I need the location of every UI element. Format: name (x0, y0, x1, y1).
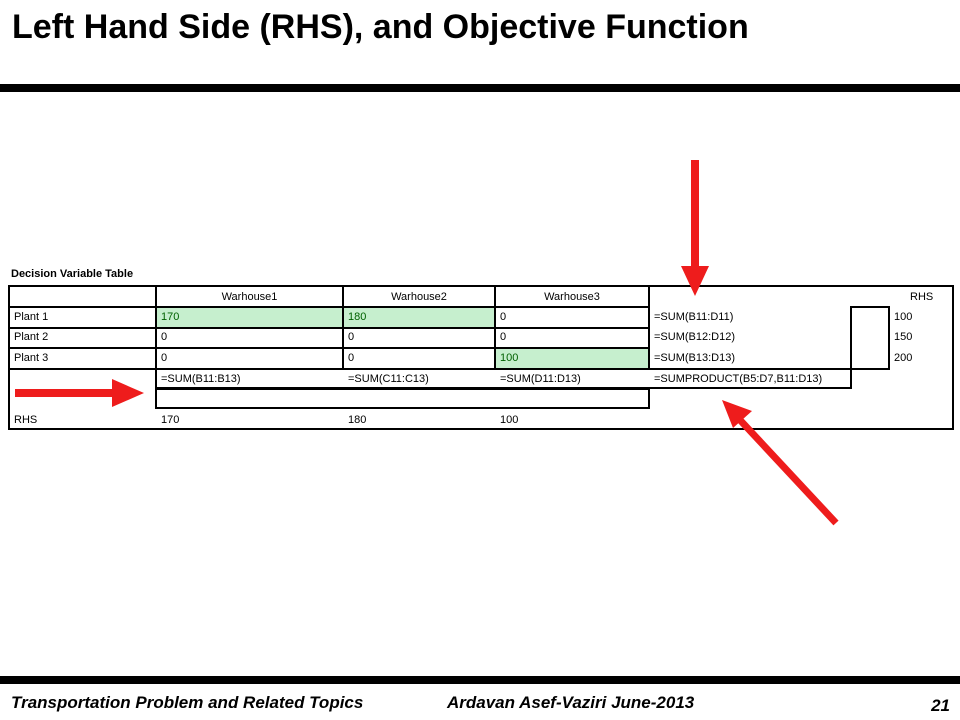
cell-plant2-w1[interactable]: 0 (161, 331, 168, 343)
cell-plant1-w1[interactable]: 170 (161, 311, 180, 323)
cell-plant3-w3[interactable]: 100 (500, 352, 519, 364)
row-label-plant3: Plant 3 (14, 352, 49, 364)
column-header-warehouse2: Warhouse2 (391, 291, 447, 303)
row3-bottom-line (8, 368, 852, 370)
cell-plant2-w3[interactable]: 0 (500, 331, 507, 343)
title-divider (0, 84, 960, 92)
rhs-row-label: RHS (14, 414, 38, 426)
empty-constraint-row-box (155, 388, 650, 409)
row-label-plant1: Plant 1 (14, 311, 49, 323)
formula-plant2-sum[interactable]: =SUM(B12:D12) (654, 331, 736, 343)
arrow-right-to-column-sums (15, 379, 144, 407)
cell-plant1-w3[interactable]: 0 (500, 311, 507, 323)
rhs-column-header: RHS (910, 291, 934, 303)
footer-divider (0, 676, 960, 684)
decision-table-frame (8, 285, 954, 430)
table-caption: Decision Variable Table (11, 268, 134, 280)
header-row-bottom-line (8, 306, 650, 308)
rhs-input-side-box (850, 306, 890, 370)
rhs-plant2[interactable]: 150 (894, 331, 913, 343)
row-label-plant2: Plant 2 (14, 331, 49, 343)
cell-plant1-w2[interactable]: 180 (348, 311, 367, 323)
highlight-cell-plant1-w1 (157, 308, 342, 327)
formula-column2-sum[interactable]: =SUM(C11:C13) (348, 373, 429, 385)
column-header-warehouse3: Warhouse3 (544, 291, 600, 303)
column-header-warehouse1: Warhouse1 (221, 291, 278, 303)
footer-author: Ardavan Asef-Vaziri June-2013 (447, 693, 695, 712)
arrow-down-to-row-sums (681, 160, 709, 296)
row1-bottom-line (8, 327, 650, 329)
rhs-plant3[interactable]: 200 (894, 352, 913, 364)
highlight-cell-plant1-w2 (344, 308, 494, 327)
cell-plant3-w1[interactable]: 0 (161, 352, 168, 364)
row2-bottom-line (8, 347, 650, 349)
objective-function-formula[interactable]: =SUMPRODUCT(B5:D7,B11:D13) (654, 373, 823, 385)
formula-plant1-sum[interactable]: =SUM(B11:D11) (654, 311, 734, 323)
cell-plant2-w2[interactable]: 0 (348, 331, 355, 343)
rhs-row-w3[interactable]: 100 (500, 414, 519, 426)
formula-plant3-sum[interactable]: =SUM(B13:D13) (654, 352, 736, 364)
formula-column1-sum[interactable]: =SUM(B11:B13) (161, 373, 241, 385)
page-number: 21 (931, 696, 950, 715)
rhs-row-w1[interactable]: 170 (161, 414, 180, 426)
slide-title: Left Hand Side (RHS), and Objective Func… (12, 8, 749, 46)
footer-topic: Transportation Problem and Related Topic… (11, 693, 364, 712)
cell-plant3-w2[interactable]: 0 (348, 352, 355, 364)
rhs-plant1[interactable]: 100 (894, 311, 913, 323)
highlight-cell-plant3-w3 (496, 349, 648, 368)
rhs-row-w2[interactable]: 180 (348, 414, 367, 426)
formula-column3-sum[interactable]: =SUM(D11:D13) (500, 373, 581, 385)
arrow-diagonal-to-objective (722, 400, 839, 526)
